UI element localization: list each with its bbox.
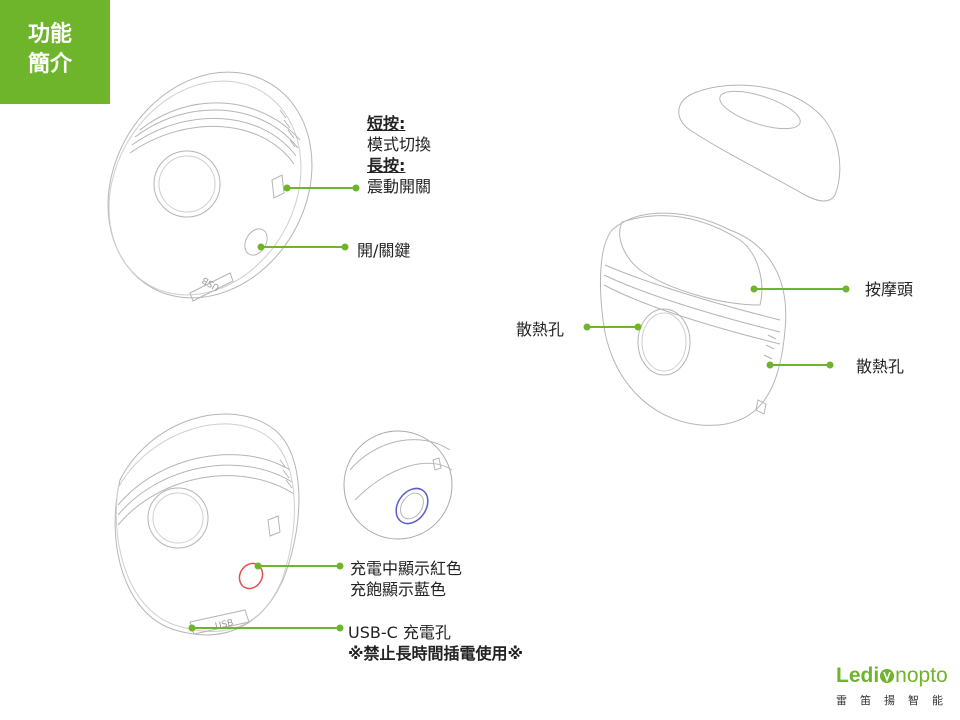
- indicator-blue-ring: [395, 487, 429, 525]
- indicator-label: 充電中顯示紅色 充飽顯示藍色: [350, 558, 462, 600]
- massage-head-label: 按摩頭: [865, 280, 914, 299]
- leader-lines: [188, 184, 850, 632]
- section-title: 功能簡介: [28, 22, 73, 77]
- logo-wordmark: Ledi nopto: [836, 664, 948, 688]
- usb-label-bottom: USB: [214, 618, 234, 632]
- device-right: [599, 84, 841, 426]
- button-function-label: 短按: 模式切換 長按: 震動開關: [367, 113, 431, 197]
- vent-right-label: 散熱孔: [856, 357, 905, 376]
- usb-port-label: USB-C 充電孔 ※禁止長時間插電使用※: [348, 622, 523, 664]
- usb-label-top: USB: [201, 274, 222, 292]
- short-press-heading: 短按:: [367, 114, 406, 133]
- usb-warning-text: ※禁止長時間插電使用※: [348, 644, 524, 663]
- logo-subtitle: 雷笛揚智能: [836, 694, 956, 707]
- short-press-text: 模式切換: [367, 135, 432, 154]
- section-header-block: 功能簡介: [0, 0, 110, 104]
- long-press-heading: 長按:: [367, 156, 406, 175]
- charging-red-text: 充電中顯示紅色: [350, 559, 463, 578]
- indicator-red-ring: [238, 562, 264, 590]
- logo-text-part1: Ledi: [836, 664, 880, 687]
- leaf-icon: [880, 669, 895, 683]
- charged-blue-text: 充飽顯示藍色: [350, 580, 447, 599]
- logo-text-part2: nopto: [895, 664, 948, 687]
- usb-port-text: USB-C 充電孔: [348, 623, 451, 642]
- vent-left-label: 散熱孔: [516, 320, 565, 339]
- device-top-left: USB: [107, 71, 313, 302]
- device-bottom-left: USB: [114, 413, 300, 636]
- zoom-detail: [343, 430, 453, 540]
- power-key-label: 開/關鍵: [357, 241, 411, 260]
- long-press-text: 震動開關: [367, 177, 432, 196]
